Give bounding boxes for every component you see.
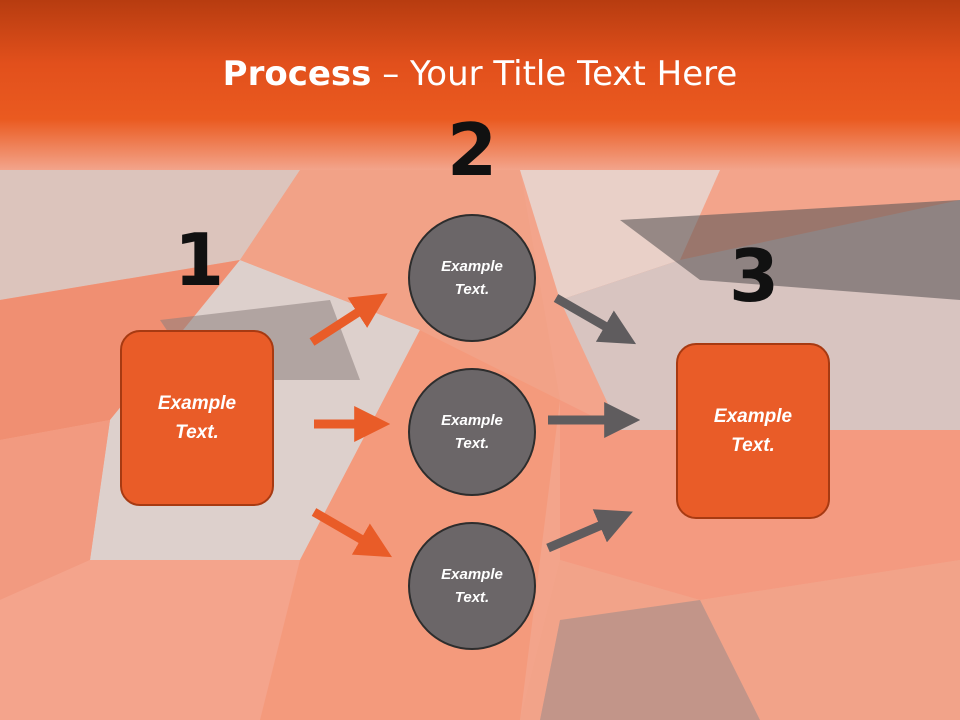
arrow-2c-to-3 — [546, 509, 633, 553]
step-number-3: 3 — [728, 234, 780, 318]
step-number-1: 1 — [173, 218, 225, 302]
arrow-1-to-2a — [309, 293, 388, 346]
title-rest: Your Title Text Here — [410, 54, 738, 94]
title-separator: – — [371, 54, 411, 94]
arrow-2a-to-3 — [553, 294, 637, 345]
slide-title: Process – Your Title Text Here — [0, 52, 960, 96]
title-bold: Process — [222, 54, 372, 94]
step-number-2: 2 — [446, 108, 498, 192]
title-band — [0, 0, 960, 170]
arrow-1-to-2c — [311, 508, 393, 558]
